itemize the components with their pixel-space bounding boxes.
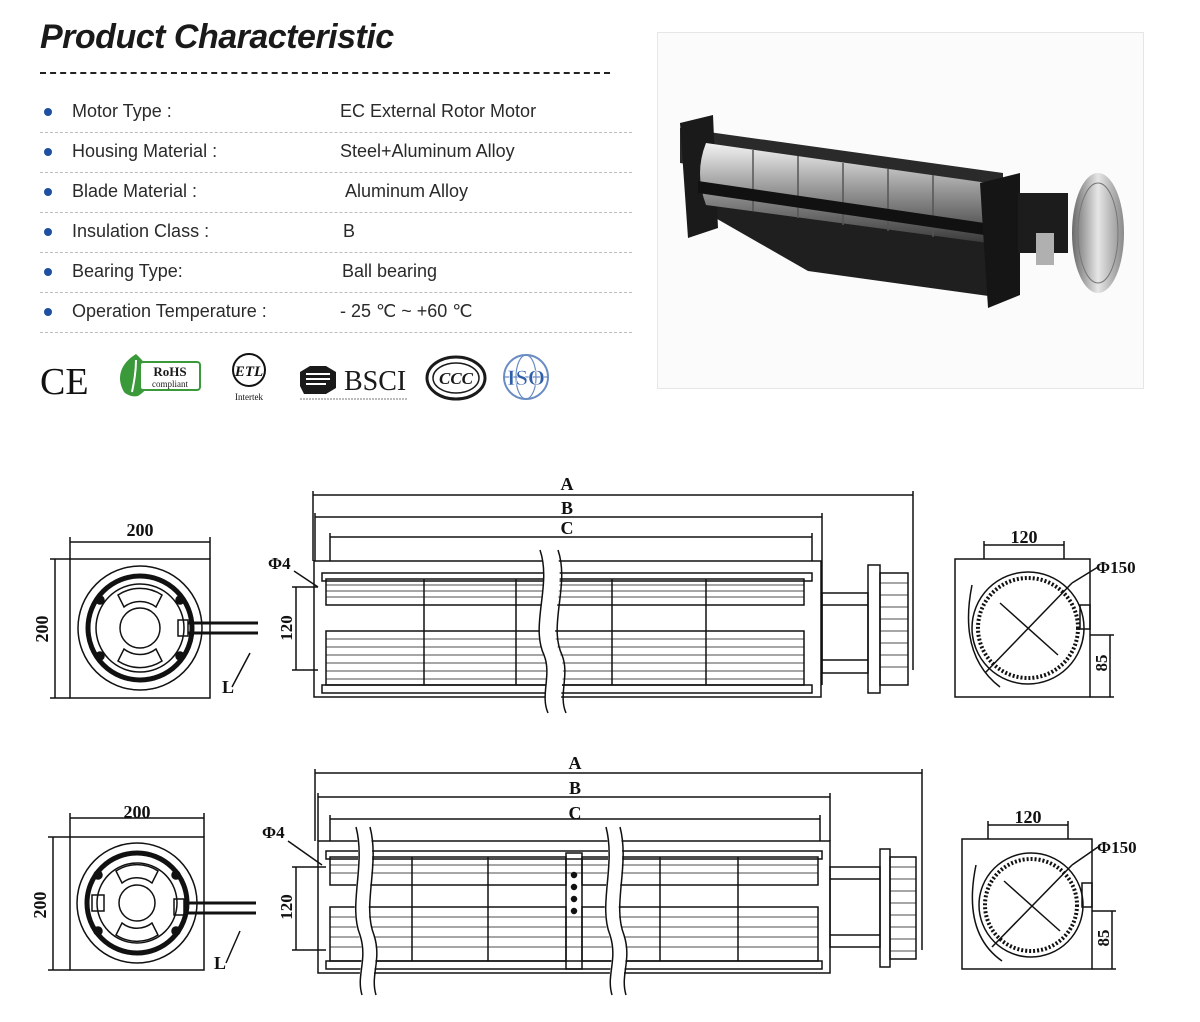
bullet-icon bbox=[44, 148, 52, 156]
impeller-diameter-label: Φ150 bbox=[1097, 838, 1137, 857]
spec-list: Motor Type : EC External Rotor Motor Hou… bbox=[40, 93, 632, 333]
dim-a-label: A bbox=[569, 753, 582, 773]
dim-end-width: 200 bbox=[124, 802, 151, 822]
spec-row: Housing Material : Steel+Aluminum Alloy bbox=[40, 133, 632, 173]
bullet-icon bbox=[44, 268, 52, 276]
drawing-double-impeller: 200 200 L bbox=[30, 753, 1137, 998]
svg-text:CCC: CCC bbox=[439, 369, 474, 388]
spec-label: Housing Material : bbox=[72, 141, 218, 161]
dim-b-label: B bbox=[561, 498, 573, 518]
svg-text:RoHS: RoHS bbox=[153, 364, 186, 379]
dim-end-width: 200 bbox=[127, 520, 154, 540]
certification-logos: CE RoHS compliant ETL Intertek BSCI CCC … bbox=[40, 352, 560, 407]
etl-logo-icon: ETL Intertek bbox=[232, 353, 266, 402]
side-view: A B C Φ4 120 bbox=[268, 474, 914, 717]
dim-b-label: B bbox=[569, 778, 581, 798]
spec-label: Operation Temperature : bbox=[72, 301, 267, 321]
spec-label: Motor Type : bbox=[72, 101, 172, 121]
svg-text:ISO: ISO bbox=[507, 365, 545, 390]
dim-height-label: 120 bbox=[277, 894, 296, 920]
hole-diameter-label: Φ4 bbox=[268, 554, 291, 573]
iso-logo-icon: ISO bbox=[503, 354, 549, 400]
spec-row: Operation Temperature : - 25 ℃ ~ +60 ℃ bbox=[40, 293, 632, 333]
title-divider bbox=[40, 72, 610, 74]
svg-text:CE: CE bbox=[40, 361, 89, 400]
spec-value: Aluminum Alloy bbox=[345, 181, 469, 201]
spec-row: Blade Material : Aluminum Alloy bbox=[40, 173, 632, 213]
dim-end-height: 200 bbox=[30, 892, 50, 919]
dim-outlet-width: 120 bbox=[1011, 527, 1038, 547]
end-view: 200 200 L bbox=[30, 802, 256, 973]
outlet-view: 120 Φ150 85 bbox=[961, 807, 1137, 970]
dim-c-label: C bbox=[569, 803, 582, 823]
spec-label: Insulation Class : bbox=[72, 221, 210, 241]
spec-row: Motor Type : EC External Rotor Motor bbox=[40, 93, 632, 133]
ce-mark-icon: CE bbox=[40, 361, 89, 400]
spec-value: Ball bearing bbox=[342, 261, 438, 281]
rohs-logo-icon: RoHS compliant bbox=[120, 354, 201, 397]
spec-value: - 25 ℃ ~ +60 ℃ bbox=[340, 301, 473, 321]
spec-value: B bbox=[343, 221, 356, 241]
dim-end-height: 200 bbox=[32, 616, 52, 643]
dim-outlet-height: 85 bbox=[1092, 655, 1111, 672]
ccc-logo-icon: CCC bbox=[425, 355, 487, 401]
outlet-view: 120 Φ150 85 bbox=[954, 527, 1136, 698]
hole-diameter-label: Φ4 bbox=[262, 823, 285, 842]
svg-text:ETL: ETL bbox=[234, 364, 263, 380]
technical-drawings: 200 200 L bbox=[30, 474, 1137, 998]
bullet-icon bbox=[44, 188, 52, 196]
lead-length-label: L bbox=[214, 953, 226, 973]
end-view: 200 200 L bbox=[32, 520, 258, 699]
bullet-icon bbox=[44, 108, 52, 116]
spec-label: Bearing Type: bbox=[72, 261, 183, 281]
lead-length-label: L bbox=[222, 677, 234, 697]
svg-text:Intertek: Intertek bbox=[235, 392, 263, 402]
impeller-diameter-label: Φ150 bbox=[1096, 558, 1136, 577]
svg-text:compliant: compliant bbox=[152, 379, 188, 389]
dim-c-label: C bbox=[561, 518, 574, 538]
page-title: Product Characteristic bbox=[40, 18, 394, 56]
dim-outlet-height: 85 bbox=[1094, 930, 1113, 947]
product-photo bbox=[657, 32, 1144, 389]
dim-a-label: A bbox=[561, 474, 574, 494]
svg-text:BSCI: BSCI bbox=[344, 366, 406, 397]
cross-flow-fan-image bbox=[680, 115, 1124, 308]
spec-row: Bearing Type: Ball bearing bbox=[40, 253, 632, 293]
bsci-logo-icon: BSCI bbox=[300, 366, 408, 400]
spec-value: Steel+Aluminum Alloy bbox=[340, 141, 515, 161]
side-view: A B C Φ4 120 bbox=[262, 753, 923, 998]
bullet-icon bbox=[44, 308, 52, 316]
bullet-icon bbox=[44, 228, 52, 236]
dim-outlet-width: 120 bbox=[1015, 807, 1042, 827]
spec-value: EC External Rotor Motor bbox=[340, 101, 537, 121]
spec-row: Insulation Class : B bbox=[40, 213, 632, 253]
drawing-single-impeller: 200 200 L bbox=[32, 474, 1136, 717]
spec-label: Blade Material : bbox=[72, 181, 198, 201]
dim-height-label: 120 bbox=[277, 615, 296, 641]
